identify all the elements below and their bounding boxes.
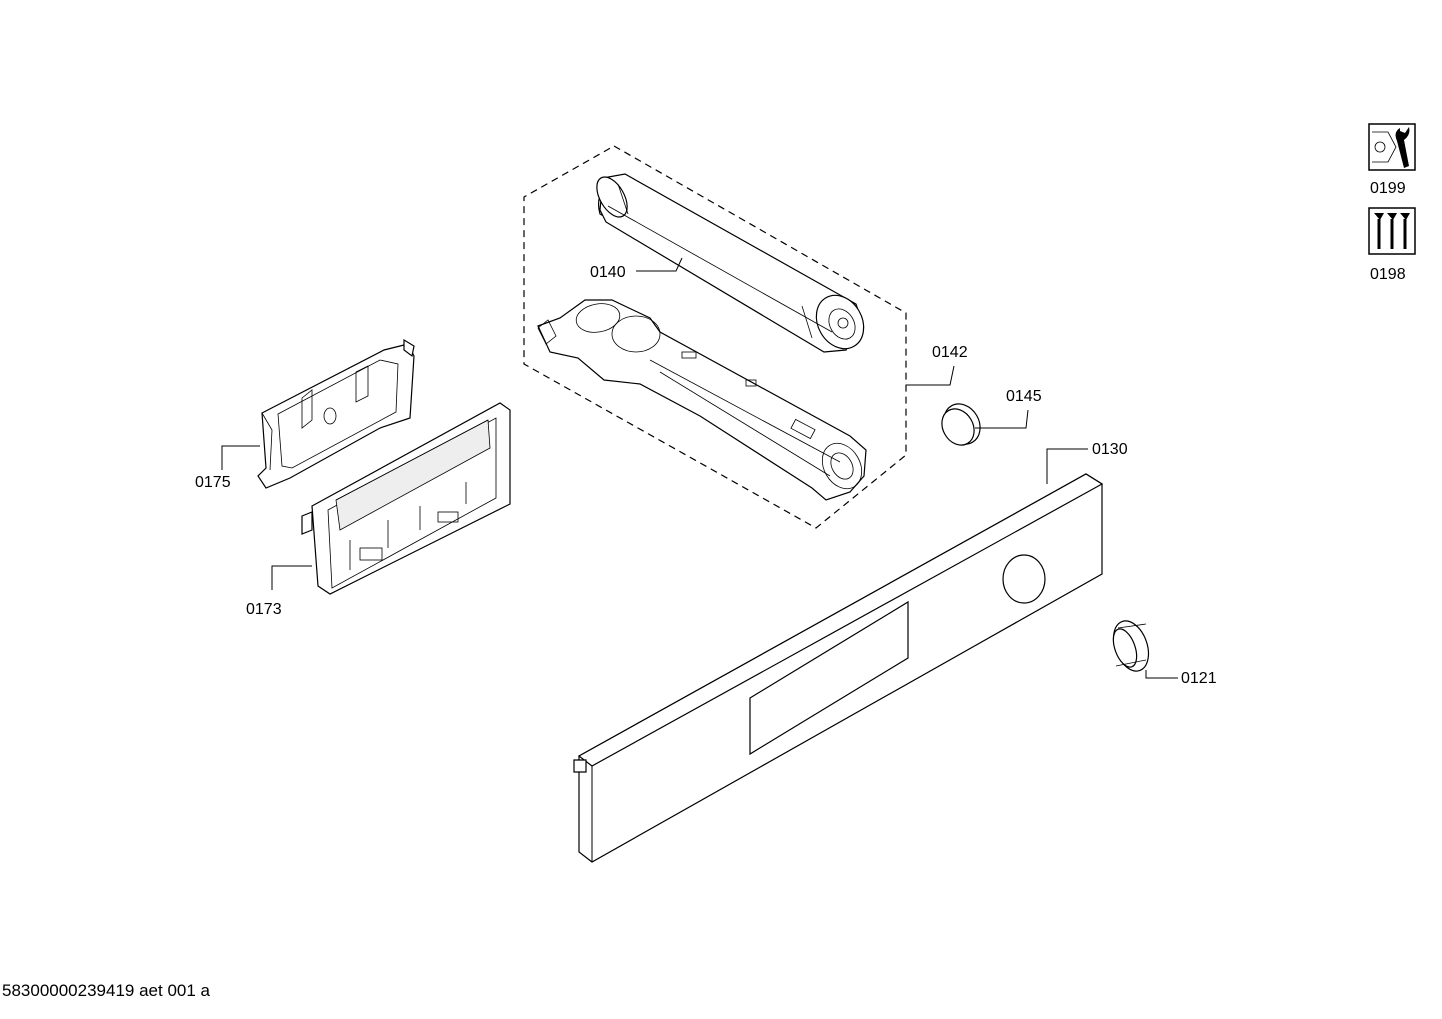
part-label-0198[interactable]: 0198: [1370, 266, 1406, 283]
part-label-0145[interactable]: 0145: [1006, 388, 1042, 405]
lamp-holder-part[interactable]: [537, 299, 870, 501]
knob-ring-part[interactable]: [1107, 616, 1155, 676]
assembly-group-outline: [523, 145, 907, 529]
screws-icon[interactable]: [1368, 207, 1416, 255]
part-label-0142[interactable]: 0142: [932, 344, 968, 361]
document-id: 58300000239419 aet 001 a: [2, 981, 210, 1000]
light-tube-part[interactable]: [591, 172, 873, 357]
mounting-bracket-part[interactable]: [257, 338, 415, 489]
control-panel-fascia-part[interactable]: [573, 473, 1104, 863]
part-label-0173[interactable]: 0173: [246, 601, 282, 618]
part-label-0140[interactable]: 0140: [590, 264, 626, 281]
cover-cap-part[interactable]: [936, 397, 988, 451]
part-label-0175[interactable]: 0175: [195, 474, 231, 491]
part-label-0121[interactable]: 0121: [1181, 670, 1217, 687]
display-module-part[interactable]: [301, 402, 511, 595]
part-label-0199[interactable]: 0199: [1370, 180, 1406, 197]
wrench-nut-icon[interactable]: [1368, 123, 1416, 171]
part-label-0130[interactable]: 0130: [1092, 441, 1128, 458]
